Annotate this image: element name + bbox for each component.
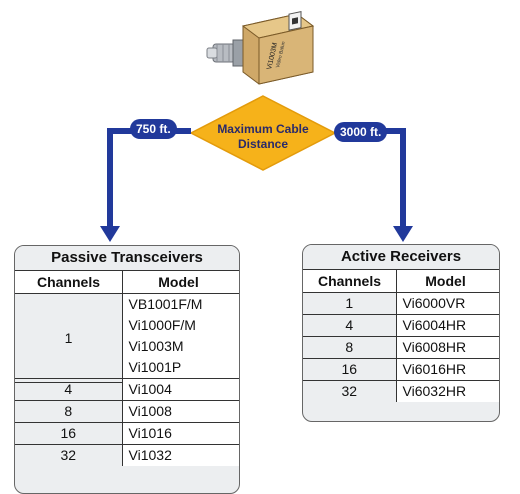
diagram-title-line1: Maximum Cable: [217, 122, 309, 136]
passive-table-grid: Channels Model 1 VB1001F/M Vi1000F/M Vi1…: [15, 271, 239, 466]
passive-group1-row: Vi1001P: [15, 357, 239, 379]
video-balun-image: Vi1003M Video Balun: [206, 10, 315, 85]
active-row: 8 Vi6008HR: [303, 337, 499, 359]
active-channel-cell: 16: [303, 359, 397, 380]
passive-channel-cell: 16: [15, 423, 123, 444]
passive-transceivers-table: Passive Transceivers Channels Model 1 VB…: [14, 245, 240, 494]
active-header-row: Channels Model: [303, 270, 499, 293]
passive-model-header: Model: [158, 274, 199, 290]
active-row: 32 Vi6032HR: [303, 381, 499, 402]
passive-channel-cell: 8: [15, 401, 123, 422]
diagram-title-line2: Distance: [237, 137, 289, 151]
passive-row: 16 Vi1016: [15, 423, 239, 445]
passive-row: 8 Vi1008: [15, 401, 239, 423]
active-table-grid: Channels Model 1 Vi6000VR 4 Vi6004HR 8 V…: [303, 270, 499, 402]
passive-header-row: Channels Model: [15, 271, 239, 294]
active-channels-header: Channels: [303, 270, 397, 292]
passive-table-title: Passive Transceivers: [15, 246, 239, 271]
active-model-cell: Vi6016HR: [396, 359, 499, 380]
passive-channels-header: Channels: [15, 271, 123, 293]
passive-group1-row: VB1001F/M: [15, 294, 239, 315]
passive-row: 32 Vi1032: [15, 445, 239, 466]
right-arrowhead: [393, 226, 413, 242]
active-channel-cell: 32: [303, 381, 397, 402]
active-model-cell: Vi6000VR: [396, 293, 499, 314]
left-distance-badge: 750 ft.: [130, 119, 177, 139]
active-channel-cell: 8: [303, 337, 397, 358]
active-model-header: Model: [425, 273, 466, 289]
left-connector-line: [107, 128, 191, 230]
active-receivers-table: Active Receivers Channels Model 1 Vi6000…: [302, 244, 500, 422]
passive-channel-cell: 32: [15, 445, 123, 466]
passive-model-cell: Vi1008: [122, 401, 239, 422]
active-table-title: Active Receivers: [303, 245, 499, 270]
passive-row: 4 Vi1004: [15, 379, 239, 401]
active-model-cell: Vi6008HR: [396, 337, 499, 358]
passive-model-cell: Vi1004: [122, 379, 239, 400]
passive-model-cell: VB1001F/M: [122, 294, 239, 315]
active-channel-cell: 4: [303, 315, 397, 336]
passive-model-cell: Vi1032: [122, 445, 239, 466]
passive-model-cell: Vi1003M: [122, 336, 239, 357]
active-row: 1 Vi6000VR: [303, 293, 499, 315]
passive-model-cell: Vi1000F/M: [122, 315, 239, 336]
active-model-cell: Vi6032HR: [396, 381, 499, 402]
product-sublabel: Video Balun: [275, 41, 287, 69]
active-channel-cell: 1: [303, 293, 397, 314]
passive-group1-row: Vi1003M: [15, 336, 239, 357]
passive-model-cell: Vi1016: [122, 423, 239, 444]
passive-model-cell: Vi1001P: [122, 357, 239, 378]
passive-channel-cell: 4: [15, 379, 123, 400]
active-row: 16 Vi6016HR: [303, 359, 499, 381]
passive-group1-channel: 1: [15, 294, 122, 383]
active-model-cell: Vi6004HR: [396, 315, 499, 336]
right-distance-badge: 3000 ft.: [334, 122, 388, 142]
left-arrowhead: [100, 226, 120, 242]
right-connector-line: [335, 128, 406, 230]
diagram-title: Maximum Cable Distance: [188, 122, 338, 152]
active-row: 4 Vi6004HR: [303, 315, 499, 337]
passive-group1-row: Vi1000F/M: [15, 315, 239, 336]
